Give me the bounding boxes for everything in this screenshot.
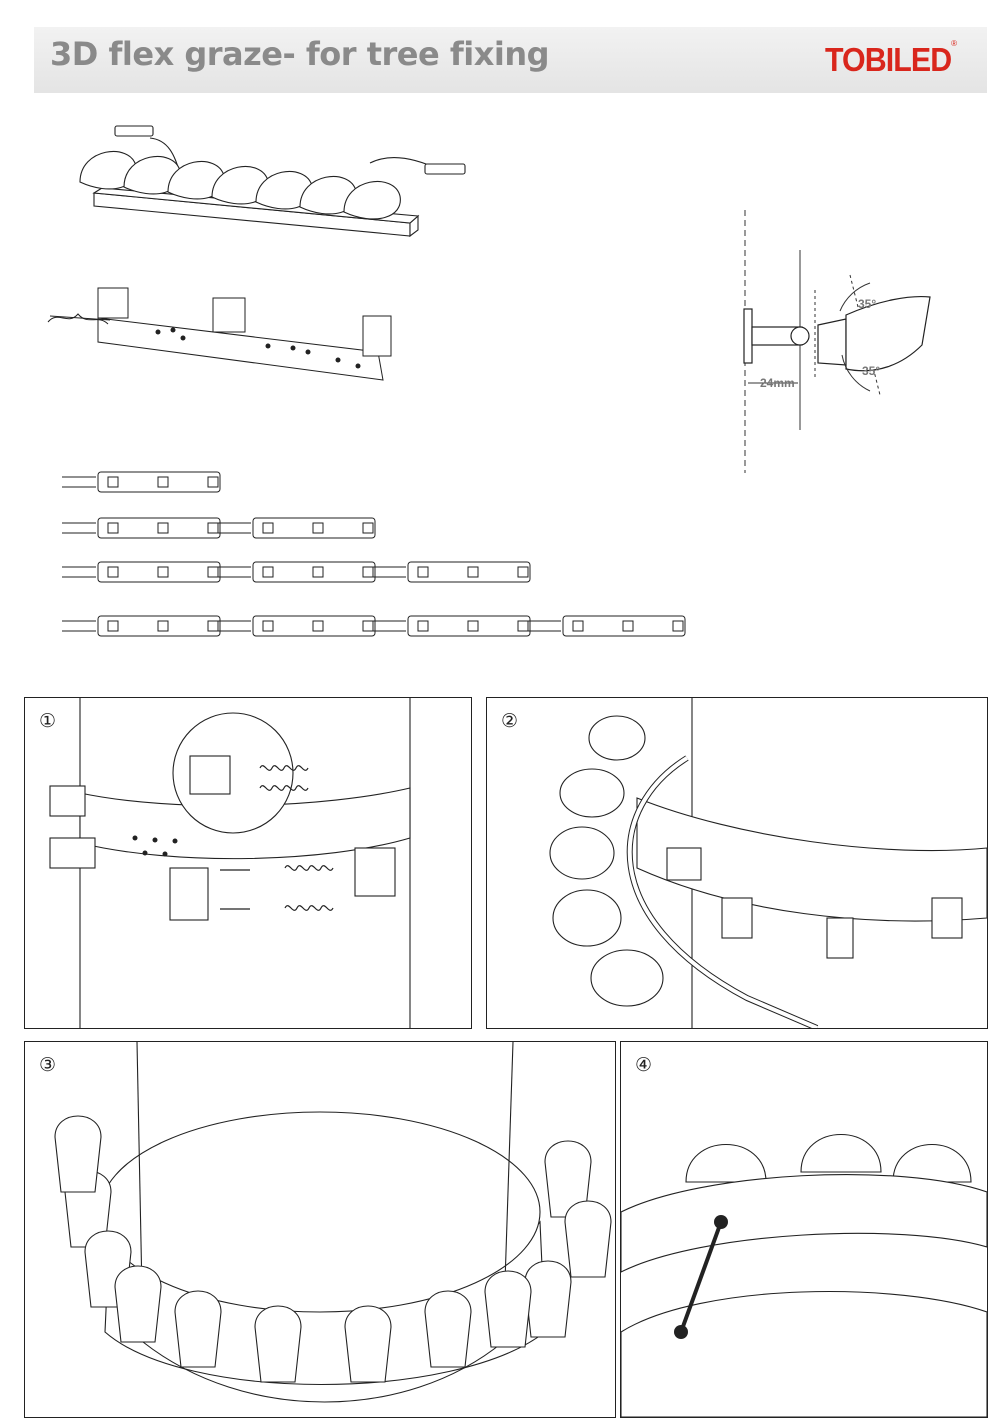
led-cup-icon	[54, 1115, 102, 1193]
clip-icon	[312, 566, 324, 578]
led-cup-icon	[524, 1260, 572, 1338]
spring-icon	[62, 566, 96, 578]
spring-icon	[62, 476, 96, 488]
clip-icon	[207, 620, 219, 632]
angle-bottom-label: 35°	[862, 364, 880, 378]
step-3-illustration	[54, 1042, 612, 1403]
clip-icon	[157, 522, 169, 534]
step-number: ③	[39, 1054, 57, 1076]
step-panel-4: ④	[620, 1041, 988, 1418]
step-panel-1: ①	[24, 697, 472, 1029]
clip-icon	[572, 620, 584, 632]
spring-icon	[62, 620, 96, 632]
step-number: ①	[39, 710, 57, 732]
spring-icon	[217, 522, 251, 534]
clip-icon	[107, 522, 119, 534]
strip-row	[62, 517, 376, 539]
clip-icon	[622, 620, 634, 632]
led-cup-icon	[114, 1265, 162, 1343]
clip-icon	[312, 620, 324, 632]
strip-row	[62, 615, 686, 637]
clip-icon	[107, 566, 119, 578]
spring-icon	[217, 566, 251, 578]
clip-icon	[157, 566, 169, 578]
spring-icon	[527, 620, 561, 632]
spring-icon	[372, 620, 406, 632]
clip-icon	[467, 566, 479, 578]
clip-icon	[517, 620, 529, 632]
led-cup-icon	[544, 1140, 592, 1218]
clip-icon	[262, 522, 274, 534]
strip-row	[62, 471, 221, 493]
step-number: ④	[635, 1054, 653, 1076]
page-header: 3D flex graze- for tree fixing TOBILED ®	[34, 27, 987, 93]
step-number: ②	[501, 710, 519, 732]
led-cup-icon	[254, 1305, 302, 1383]
clip-icon	[157, 476, 169, 488]
clip-icon	[362, 566, 374, 578]
angle-adjustment-diagram: 35° 35° 24mm	[743, 210, 931, 473]
clip-icon	[157, 620, 169, 632]
led-cup-icon	[484, 1270, 532, 1348]
angle-top-label: 35°	[858, 297, 876, 311]
strip-length-variants	[62, 471, 686, 637]
clip-icon	[517, 566, 529, 578]
led-cup-icon	[343, 181, 401, 220]
step-panel-3: ③	[24, 1041, 616, 1418]
clip-icon	[417, 566, 429, 578]
led-cup-icon	[174, 1290, 222, 1368]
brand-logo: TOBILED	[824, 41, 952, 78]
mounting-plate-illustration	[47, 287, 392, 381]
strip-row	[62, 561, 531, 583]
page-title: 3D flex graze- for tree fixing	[50, 35, 550, 73]
clip-icon	[207, 566, 219, 578]
product-fixture-illustration	[79, 125, 466, 238]
spring-icon	[372, 566, 406, 578]
spring-icon	[62, 522, 96, 534]
led-cup-icon	[424, 1290, 472, 1368]
clip-icon	[262, 620, 274, 632]
clip-icon	[362, 522, 374, 534]
led-cup-icon	[564, 1200, 612, 1278]
step-1-illustration	[49, 698, 411, 1028]
led-cup-icon	[344, 1305, 392, 1383]
clip-icon	[207, 522, 219, 534]
clip-icon	[262, 566, 274, 578]
clip-icon	[362, 620, 374, 632]
step-4-illustration	[621, 1133, 987, 1417]
clip-icon	[107, 620, 119, 632]
clip-icon	[207, 476, 219, 488]
clip-icon	[312, 522, 324, 534]
clip-icon	[107, 476, 119, 488]
clip-icon	[417, 620, 429, 632]
step-2-illustration	[549, 698, 987, 1028]
clip-icon	[467, 620, 479, 632]
registered-mark: ®	[951, 39, 957, 48]
clip-icon	[672, 620, 684, 632]
offset-label: 24mm	[760, 376, 795, 390]
step-panel-2: ②	[486, 697, 988, 1029]
spring-icon	[217, 620, 251, 632]
